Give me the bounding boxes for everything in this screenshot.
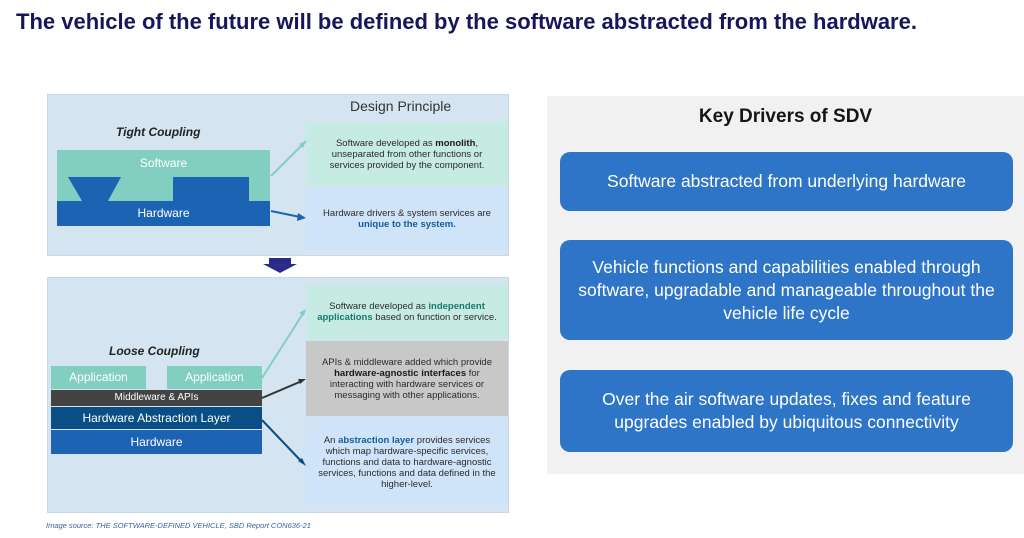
- tight-hardware-connector: [270, 210, 301, 218]
- driver-box-3: Over the air software updates, fixes and…: [560, 370, 1013, 452]
- tight-hardware-arrowhead: [297, 213, 306, 221]
- loose-hal-arrowhead: [298, 458, 306, 466]
- loose-app-description: Software developed as independent applic…: [306, 285, 508, 339]
- tight-coupling-label: Tight Coupling: [116, 125, 201, 139]
- tight-hardware-notch-right: [173, 177, 249, 201]
- loose-application-block-2: Application: [167, 366, 262, 389]
- slide-title: The vehicle of the future will be define…: [16, 9, 917, 34]
- tight-hardware-block: Hardware: [57, 201, 270, 226]
- loose-middleware-arrowhead: [298, 379, 306, 384]
- loose-app-arrowhead: [299, 309, 306, 316]
- design-principle-heading: Design Principle: [350, 98, 452, 114]
- key-drivers-heading: Key Drivers of SDV: [698, 106, 873, 127]
- down-arrow-icon: [263, 258, 297, 273]
- loose-hal-description: An abstraction layer provides services w…: [306, 418, 508, 506]
- tight-software-description: Software developed as monolith, unsepara…: [306, 122, 508, 186]
- loose-hal-connector: [261, 419, 303, 463]
- loose-app-connector: [261, 311, 305, 379]
- tight-hardware-description: Hardware drivers & system services are u…: [306, 188, 508, 250]
- tight-software-arrowhead: [299, 141, 306, 148]
- image-source-caption: Image source: THE SOFTWARE-DEFINED VEHIC…: [46, 521, 311, 530]
- tight-hardware-notch-left: [68, 177, 121, 201]
- loose-middleware-block: Middleware & APIs: [51, 390, 262, 406]
- loose-hardware-block: Hardware: [51, 430, 262, 454]
- tight-software-label: Software: [139, 156, 188, 170]
- driver-box-1: Software abstracted from underlying hard…: [560, 152, 1013, 211]
- tight-software-connector: [270, 140, 307, 177]
- loose-application-block-1: Application: [51, 366, 146, 389]
- loose-coupling-label: Loose Coupling: [109, 344, 200, 358]
- loose-middleware-connector: [261, 380, 303, 399]
- driver-box-2: Vehicle functions and capabilities enabl…: [560, 240, 1013, 340]
- loose-hal-block: Hardware Abstraction Layer: [51, 407, 262, 429]
- loose-middleware-description: APIs & middleware added which provide ha…: [306, 341, 508, 416]
